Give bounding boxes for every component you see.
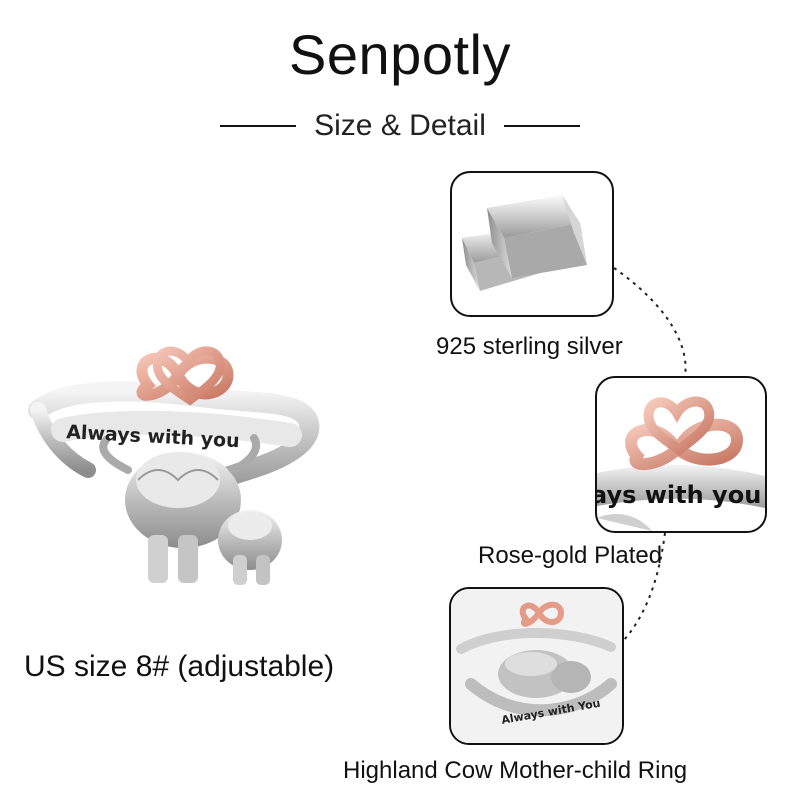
subtitle-right-rule bbox=[503, 125, 580, 127]
brand-title: Senpotly bbox=[289, 23, 511, 86]
size-label: US size 8# (adjustable) bbox=[24, 650, 335, 683]
subtitle: Size & Detail bbox=[314, 109, 486, 142]
rose-gold-caption: Rose-gold Plated bbox=[478, 542, 663, 569]
ring-photo-card: Always with You bbox=[449, 587, 624, 745]
silver-detail-card bbox=[450, 171, 614, 317]
main-ring-image: Always with you bbox=[28, 346, 320, 585]
silver-bars-icon bbox=[462, 195, 587, 291]
rose-gold-detail-card: ays with you bbox=[595, 376, 767, 533]
subtitle-left-rule bbox=[220, 125, 297, 127]
ring-photo-icon: Always with You bbox=[451, 589, 622, 743]
subtitle-row: Size & Detail bbox=[0, 106, 800, 146]
ring-caption: Highland Cow Mother-child Ring bbox=[343, 757, 688, 784]
rose-card-engraving: ays with you bbox=[597, 481, 761, 509]
rose-gold-heart-infinity-icon: ays with you bbox=[597, 396, 765, 531]
silver-caption: 925 sterling silver bbox=[436, 333, 623, 360]
